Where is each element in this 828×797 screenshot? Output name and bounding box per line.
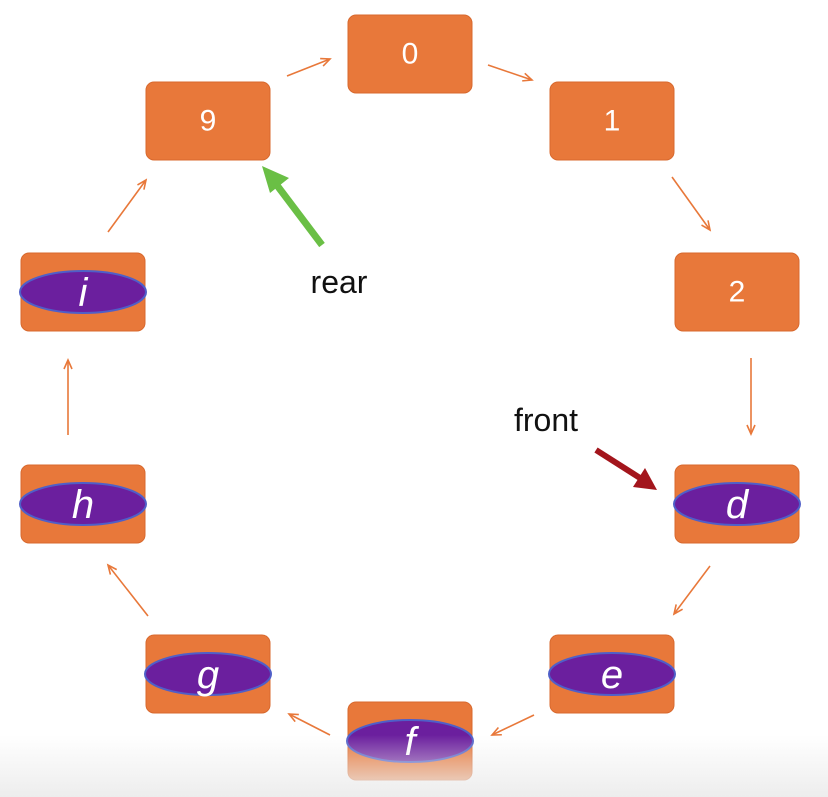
slot-7: h [19,464,147,544]
connector-arrows [63,57,756,736]
slot-label: 0 [402,38,419,71]
slot-label: 1 [604,105,621,138]
slot-box [347,14,473,94]
front-arrow [594,447,642,481]
filled-marker-oval [19,482,147,526]
slot-label: h [72,483,94,527]
slot-4: e [548,634,676,714]
slot-label: g [197,653,219,697]
slot-box [549,81,675,161]
rear-arrow [273,181,325,248]
connector-arrow-9 [286,57,332,77]
connector-arrow-5 [287,713,331,736]
slot-5: f [346,701,474,781]
slot-2: 2 [674,252,800,332]
front-label: front [514,402,578,438]
rear-pointer: rear [262,166,368,300]
connector-arrow-1 [671,176,712,232]
connector-arrow-8 [107,178,148,233]
slot-9: 9 [145,81,271,161]
slot-label: i [79,271,89,315]
slot-box [674,252,800,332]
slot-6: g [144,634,272,714]
filled-marker-oval [144,652,272,696]
front-arrow-head [633,468,657,490]
connector-arrow-4 [490,714,535,736]
filled-marker-oval [673,482,801,526]
slot-box [145,81,271,161]
slot-0: 0 [347,14,473,94]
slot-1: 1 [549,81,675,161]
slot-3: d [673,464,801,544]
slot-label: e [601,653,623,697]
rear-label: rear [311,264,368,300]
connector-arrow-3 [672,565,711,616]
slot-label: d [726,483,750,527]
filled-marker-oval [19,270,147,314]
queue-slots: 0 1 2 d e f g h i 9 [19,14,801,781]
slot-label: 2 [729,276,746,309]
connector-arrow-0 [487,64,534,82]
front-pointer: front [514,402,657,490]
filled-marker-oval [548,652,676,696]
rear-arrow-head [262,166,289,193]
connector-arrow-6 [106,563,149,617]
slot-8: i [19,252,147,332]
slot-label: 9 [200,105,217,138]
